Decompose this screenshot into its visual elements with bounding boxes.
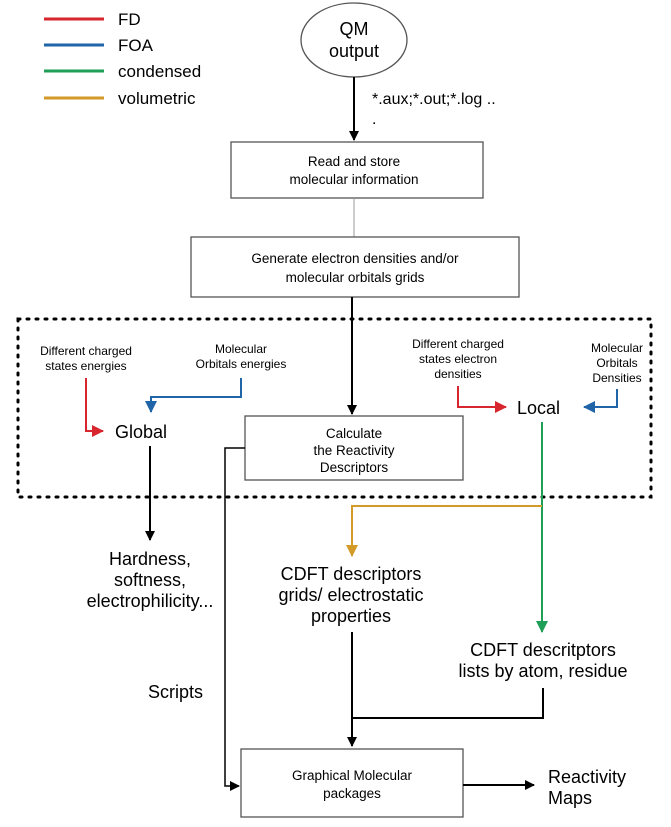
cdft-grids-line-3: properties [311, 606, 391, 626]
cdft-grids-line-1: CDFT descriptors [281, 564, 422, 584]
cdft-grids-label: CDFT descriptors grids/ electrostatic pr… [278, 564, 423, 626]
mo-densities-line-3: Densities [592, 371, 641, 385]
generate-grids-box: Generate electron densities and/or molec… [190, 236, 520, 298]
local-label: Local [517, 398, 560, 418]
hardness-line-2: softness, [114, 570, 186, 590]
graphical-box: Graphical Molecular packages [240, 748, 464, 818]
diff-charged-densities-line-1: Different charged [412, 337, 504, 351]
reactivity-maps-label: Reactivity Maps [548, 767, 626, 808]
fd-arrow-to-global [85, 378, 104, 437]
hardness-label: Hardness, softness, electrophilicity... [87, 549, 214, 611]
read-store-line-1: Read and store [308, 154, 400, 169]
cdft-lists-line-2: lists by atom, residue [458, 661, 627, 681]
read-store-line-2: molecular information [289, 172, 418, 187]
cdft-lists-line-1: CDFT descritptors [470, 640, 616, 660]
descriptors-region [16, 317, 653, 499]
diff-charged-densities-label: Different charged states electron densit… [412, 337, 504, 381]
graphical-line-1: Graphical Molecular [292, 768, 413, 783]
calculate-line-2: the Reactivity [313, 443, 394, 458]
hardness-line-3: electrophilicity... [87, 591, 214, 611]
cdft-grids-line-2: grids/ electrostatic [278, 585, 423, 605]
mo-energies-label: Molecular Orbitals energies [196, 342, 287, 371]
diff-charged-energies-line-2: states energies [45, 359, 126, 373]
qm-output-node: QM output [300, 2, 408, 78]
reactivity-maps-line-1: Reactivity [548, 767, 626, 787]
global-label: Global [115, 422, 167, 442]
mo-densities-line-2: Orbitals [596, 356, 637, 370]
calculate-line-3: Descriptors [320, 460, 389, 475]
mo-energies-line-2: Orbitals energies [196, 357, 287, 371]
file-types-label: *.aux;*.out;*.log .. . [372, 91, 496, 128]
mo-densities-label: Molecular Orbitals Densities [591, 341, 643, 385]
file-types-line-2: . [372, 111, 376, 128]
qm-output-line-2: output [329, 41, 379, 61]
scripts-label: Scripts [148, 682, 203, 702]
reactivity-maps-line-2: Maps [548, 788, 592, 808]
calculate-line-1: Calculate [326, 426, 382, 441]
legend-label-volumetric: volumetric [118, 89, 196, 108]
diff-charged-energies-label: Different charged states energies [40, 344, 132, 373]
mo-energies-line-1: Molecular [215, 342, 267, 356]
generate-grids-line-1: Generate electron densities and/or [251, 251, 459, 266]
generate-grids-line-2: molecular orbitals grids [286, 270, 425, 285]
calculate-box: Calculate the Reactivity Descriptors [244, 415, 464, 481]
cdft-lists-label: CDFT descritptors lists by atom, residue [458, 640, 627, 681]
diff-charged-densities-line-3: densities [434, 367, 481, 381]
diff-charged-energies-line-1: Different charged [40, 344, 132, 358]
foa-arrow-to-global [145, 378, 242, 413]
diff-charged-densities-line-2: states electron [419, 352, 497, 366]
legend-label-condensed: condensed [118, 62, 201, 81]
scripts-arrow-to-graphical [224, 447, 245, 791]
volumetric-arrow-to-grids [346, 505, 542, 557]
graphical-line-2: packages [323, 786, 381, 801]
foa-arrow-to-local [583, 389, 618, 413]
mo-densities-line-1: Molecular [591, 341, 643, 355]
legend-label-fd: FD [118, 10, 141, 29]
hardness-line-1: Hardness, [109, 549, 191, 569]
legend-label-foa: FOA [118, 36, 154, 55]
connector-lists-to-main [352, 688, 544, 719]
read-store-box: Read and store molecular information [230, 141, 484, 199]
qm-output-line-1: QM [340, 19, 369, 39]
legend: FD FOA condensed volumetric [44, 10, 201, 108]
fd-arrow-to-local [457, 386, 507, 413]
file-types-line-1: *.aux;*.out;*.log .. [372, 91, 496, 108]
